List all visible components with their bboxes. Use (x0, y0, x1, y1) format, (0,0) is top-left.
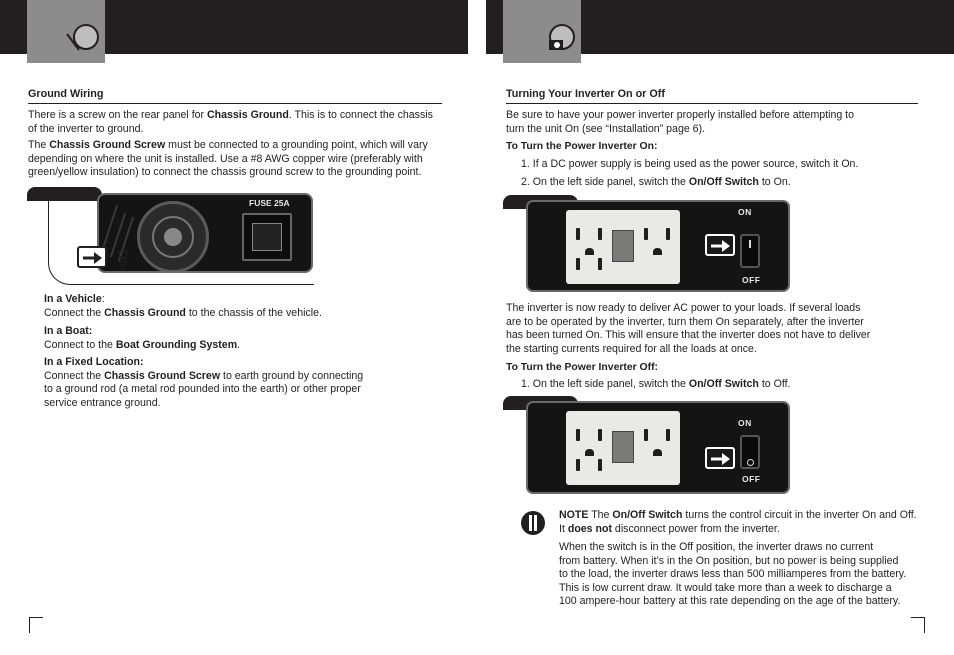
figure-callout-frame (48, 189, 314, 285)
wrench-icon (73, 24, 99, 50)
rear-panel-image: FUSE 25A (97, 193, 313, 273)
right-page-corner (911, 617, 925, 633)
right-section-tab (503, 0, 581, 63)
turn-on-step-1: 1. If a DC power supply is being used as… (521, 158, 859, 170)
power-switch-off[interactable] (740, 435, 760, 469)
screwdriver-icon (66, 33, 80, 51)
fuse-holder (242, 213, 292, 261)
cooling-fan (137, 201, 209, 271)
turn-on-title: To Turn the Power Inverter On: (506, 141, 658, 152)
on-switch-pointer (705, 234, 735, 256)
fuse-label: FUSE 25A (249, 198, 290, 208)
ac-outlet (566, 210, 680, 284)
in-a-vehicle-block: In a Vehicle: Connect the Chassis Ground… (44, 293, 322, 319)
note-details-paragraph: When the switch is in the Off position, … (559, 541, 907, 608)
note-icon (521, 511, 545, 535)
note-paragraph: NOTE The On/Off Switch turns the control… (559, 509, 917, 535)
side-panel-off-image: ON OFF (526, 401, 790, 494)
in-a-boat-block: In a Boat: Connect to the Boat Grounding… (44, 325, 241, 351)
in-a-fixed-location-block: In a Fixed Location: Connect the Chassis… (44, 356, 364, 409)
ground-screw-icon (118, 249, 128, 269)
plug-icon (549, 40, 563, 50)
left-section-tab (27, 0, 105, 63)
ac-outlet (566, 411, 680, 485)
arrow-right-icon (83, 252, 102, 264)
arrow-right-icon (711, 453, 730, 465)
intro-paragraph: Be sure to have your power inverter prop… (506, 109, 855, 135)
power-switch-on[interactable] (740, 234, 760, 268)
turning-on-off-heading: Turning Your Inverter On or Off (506, 88, 918, 104)
ground-wiring-para-2: The Chassis Ground Screw must be connect… (28, 139, 428, 179)
left-page-corner (29, 617, 43, 633)
side-panel-on-image: ON OFF (526, 200, 790, 292)
turn-off-title: To Turn the Power Inverter Off: (506, 362, 659, 373)
arrow-right-icon (711, 240, 730, 252)
ground-wiring-heading: Ground Wiring (28, 88, 442, 104)
ground-wiring-para-1: There is a screw on the rear panel for C… (28, 109, 433, 135)
chassis-ground-pointer (77, 246, 107, 268)
turn-on-step-2: 2. On the left side panel, switch the On… (521, 176, 791, 188)
ready-paragraph: The inverter is now ready to deliver AC … (506, 302, 871, 355)
off-switch-pointer (705, 447, 735, 469)
turn-off-step-1: 1. On the left side panel, switch the On… (521, 378, 791, 390)
